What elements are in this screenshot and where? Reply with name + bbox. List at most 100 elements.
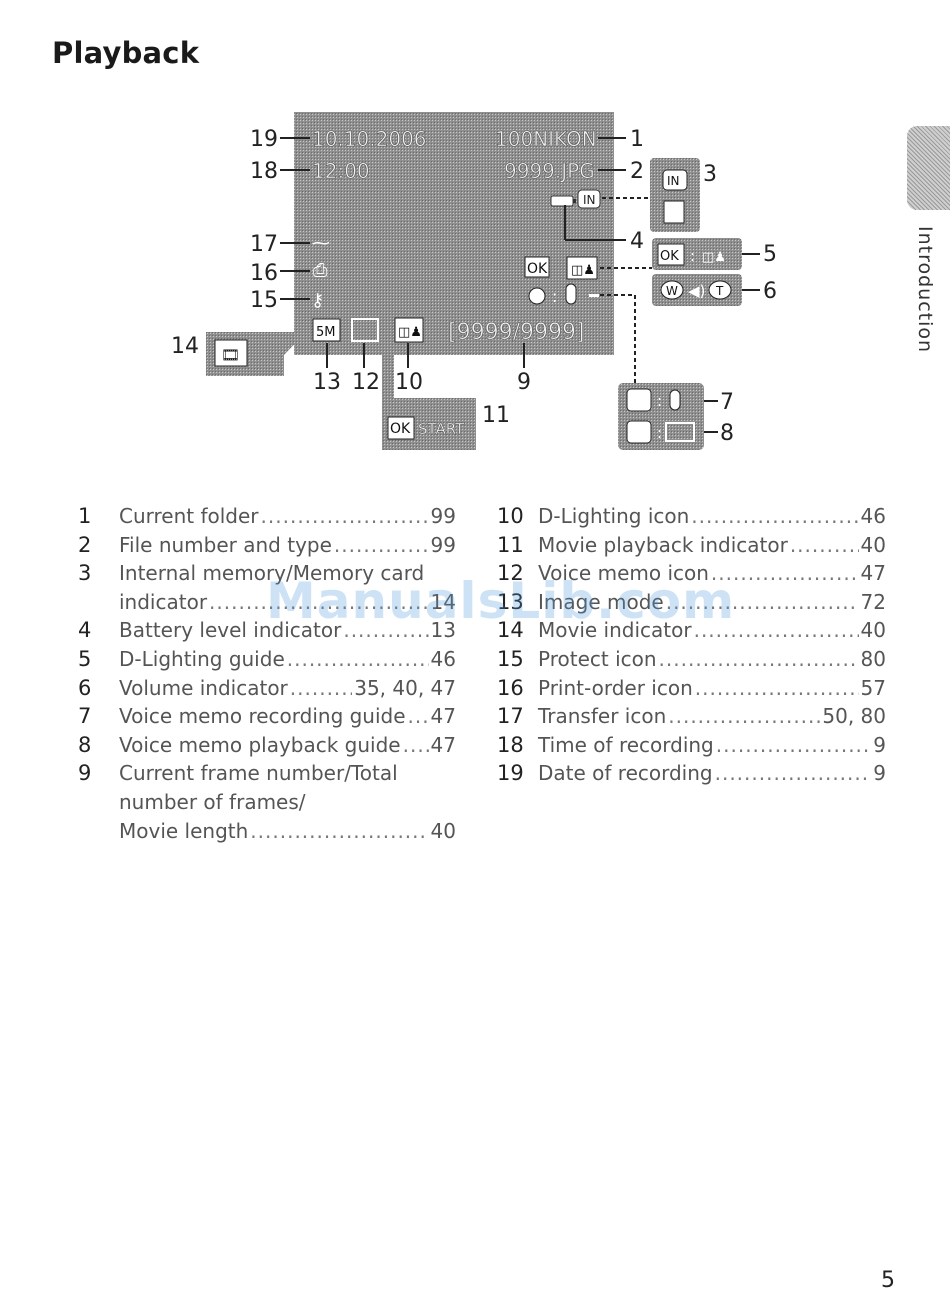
- legend-page[interactable]: 46: [430, 646, 456, 671]
- legend-number: 12: [497, 561, 524, 586]
- legend-page[interactable]: 47: [860, 561, 886, 586]
- legend-page[interactable]: 40: [860, 532, 886, 557]
- legend-number: 14: [497, 618, 524, 643]
- legend-label: Movie indicator: [538, 618, 692, 643]
- legend-number: 4: [78, 618, 92, 643]
- legend-number: 1: [78, 504, 92, 528]
- legend-label: Movie length: [119, 818, 249, 843]
- page-title: Playback: [52, 36, 200, 70]
- dlighting-guide-icon: OK ◫♟: [524, 256, 598, 280]
- leader-dots: [666, 588, 859, 617]
- legend-page[interactable]: 72: [860, 589, 886, 614]
- legend-page[interactable]: 99: [430, 532, 456, 557]
- legend-number: 7: [78, 704, 92, 729]
- svg-text:5M: 5M: [316, 325, 336, 340]
- legend-page[interactable]: 9: [873, 761, 886, 786]
- leader-dots: [659, 645, 859, 674]
- legend-label: Image mode: [538, 589, 664, 614]
- legend-page[interactable]: 46: [860, 504, 886, 528]
- page-number: 5: [881, 1268, 895, 1293]
- legend-row: 6 Volume indicator 35, 40, 47: [78, 674, 456, 703]
- volume-icon: :: [528, 283, 599, 306]
- svg-text:16: 16: [250, 261, 278, 286]
- legend-number: 10: [497, 504, 524, 528]
- callout-numbers: 1 2 3 4 5 6 7 8 9 10 11 12 13 14 15 16 1…: [171, 127, 777, 446]
- legend-number: 16: [497, 675, 524, 700]
- playback-diagram: 10.10.2006 12:00 100NIKON 9999.JPG IN OK…: [171, 112, 777, 450]
- leader-dots: [403, 731, 429, 760]
- legend-right: 10D-Lighting icon4611Movie playback indi…: [497, 502, 886, 788]
- legend-row: 3 Internal memory/Memory card: [78, 559, 456, 588]
- protect-icon: ⚷: [311, 290, 324, 311]
- legend-page[interactable]: 40: [430, 818, 456, 843]
- legend-page[interactable]: 80: [860, 646, 886, 671]
- svg-text:🎞: 🎞: [221, 346, 240, 364]
- legend-page[interactable]: 47: [430, 732, 456, 757]
- svg-text:IN: IN: [667, 174, 680, 188]
- leader-dots: [695, 674, 859, 703]
- svg-text:7: 7: [720, 390, 734, 415]
- image-mode-icon: 5M: [312, 318, 341, 342]
- lcd-screen: [294, 112, 614, 355]
- legend-page[interactable]: 57: [860, 675, 886, 700]
- legend-row: indicator14: [78, 588, 456, 617]
- leader-dots: [343, 616, 428, 645]
- legend-page[interactable]: 35, 40, 47: [354, 675, 456, 700]
- svg-text:◫♟: ◫♟: [571, 263, 595, 278]
- legend-label: D-Lighting guide: [119, 646, 285, 671]
- internal-memory-icon: IN: [577, 189, 601, 209]
- time-display: 12:00: [312, 159, 370, 183]
- leader-dots: [694, 616, 859, 645]
- transfer-icon: ⁓: [312, 233, 330, 254]
- legend-row: 18 Time of recording 9: [497, 731, 886, 760]
- legend-page[interactable]: 14: [430, 589, 456, 614]
- svg-text:2: 2: [630, 159, 644, 184]
- svg-text::: :: [657, 392, 662, 410]
- legend-page[interactable]: 40: [860, 618, 886, 643]
- legend-page[interactable]: 50, 80: [822, 704, 886, 729]
- legend-number: 6: [78, 675, 92, 700]
- svg-text:17: 17: [250, 232, 278, 257]
- legend-label: Time of recording: [538, 732, 714, 757]
- leader-dots: [715, 759, 872, 788]
- legend-page[interactable]: 9: [873, 732, 886, 757]
- legend-page[interactable]: 99: [430, 504, 456, 528]
- legend-label: Current frame number/Total: [119, 761, 398, 786]
- legend-number: 3: [78, 561, 92, 586]
- legend-page[interactable]: 47: [430, 704, 456, 729]
- svg-text:OK: OK: [390, 421, 411, 437]
- svg-text:◫♟: ◫♟: [398, 325, 422, 340]
- svg-text:19: 19: [250, 127, 278, 152]
- date-display: 10.10.2006: [312, 127, 427, 151]
- leader-dots: [334, 531, 429, 560]
- legend-page[interactable]: 13: [430, 618, 456, 643]
- legend-label: Internal memory/Memory card: [119, 561, 425, 586]
- legend-number: 18: [497, 732, 524, 757]
- legend-row: 1 Current folder 99: [78, 502, 456, 531]
- svg-text:18: 18: [250, 159, 278, 184]
- svg-text:◀): ◀): [688, 282, 705, 300]
- svg-text:15: 15: [250, 288, 278, 313]
- leader-lines: [280, 137, 760, 433]
- svg-text:11: 11: [482, 403, 510, 428]
- svg-text:◫♟: ◫♟: [702, 250, 726, 265]
- legend-label: Movie playback indicator: [538, 532, 788, 557]
- leader-dots: [261, 502, 429, 531]
- legend-label: Current folder: [119, 504, 259, 528]
- legend-row: 5D-Lighting guide46: [78, 645, 456, 674]
- legend-label: Volume indicator: [119, 675, 288, 700]
- leader-dots: [290, 674, 352, 703]
- leader-dots: [209, 588, 429, 617]
- svg-text:T: T: [715, 284, 724, 298]
- legend-number: 8: [78, 732, 92, 757]
- file-display: 9999.JPG: [504, 159, 595, 183]
- legend-label: Protect icon: [538, 646, 657, 671]
- legend-label: File number and type: [119, 532, 332, 557]
- svg-text:3: 3: [703, 162, 717, 187]
